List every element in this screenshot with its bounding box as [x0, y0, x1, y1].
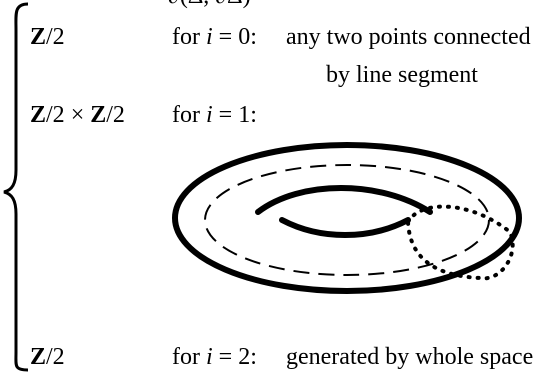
case-1-condition: for i = 0:: [172, 24, 257, 50]
case-1-description-line2: by line segment: [326, 62, 478, 88]
case-2-group: Z/2 × Z/2: [30, 102, 125, 128]
torus-hole-lower: [279, 217, 411, 238]
case-1-description: any two points connected: [286, 24, 531, 50]
torus-dotted-cycle: [406, 204, 515, 281]
case-1-group: Z/2: [30, 24, 65, 50]
case-3-description: generated by whole space: [286, 344, 534, 370]
torus-outer-outline: [172, 142, 522, 294]
case-3-group: Z/2: [30, 344, 65, 370]
header-partial: ∂(Δ, ∂Δ): [168, 0, 251, 10]
torus-dashed-cycle: [204, 164, 490, 276]
left-brace: [3, 2, 29, 372]
case-2-condition: for i = 1:: [172, 102, 257, 128]
case-3-condition: for i = 2:: [172, 344, 257, 370]
torus-hole-upper: [255, 185, 433, 215]
